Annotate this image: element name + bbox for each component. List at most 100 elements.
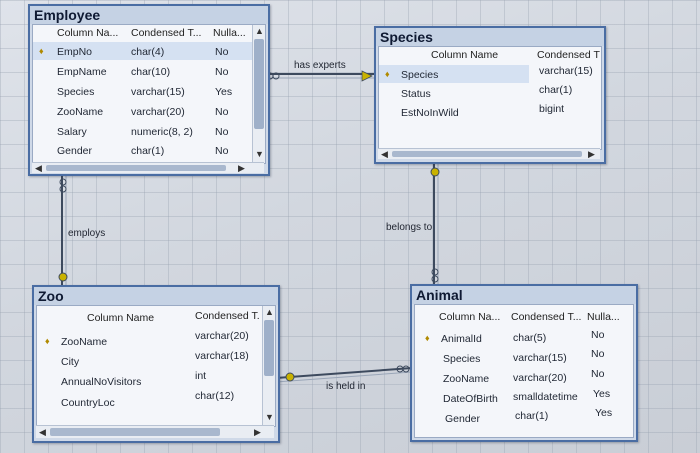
chevron-right-icon[interactable]: ▶ [238,163,245,173]
employee-selected-row [33,42,253,60]
animal-header-condensed-type[interactable]: Condensed T... [511,311,582,323]
zoo-row-2-type[interactable]: varchar(18) [195,350,249,362]
employee-row-3-nullable[interactable]: Yes [215,86,233,98]
key-icon: ♦ [45,336,50,346]
animal-row-3-name[interactable]: ZooName [443,373,490,385]
species-header-condensed-type[interactable]: Condensed T [537,49,600,61]
zoo-row-3-type[interactable]: int [195,370,207,382]
employee-row-4-nullable[interactable]: No [215,106,229,118]
species-selected-row [379,65,529,83]
employee-row-6-nullable[interactable]: No [215,145,229,157]
zoo-hscroll-thumb[interactable] [50,428,220,436]
employs-label: employs [68,228,106,239]
animal-row-4-type[interactable]: smalldatetime [513,391,578,403]
employee-header-nullable[interactable]: Nulla... [213,27,246,39]
animal-row-5-type[interactable]: char(1) [515,410,549,422]
employee-row-5-type[interactable]: numeric(8, 2) [131,126,193,138]
chevron-down-icon[interactable]: ▼ [265,412,274,422]
chevron-down-icon[interactable]: ▼ [255,149,264,159]
animal-table[interactable]: Animal Column Na... Condensed T... Nulla… [410,284,638,442]
employee-row-3-type[interactable]: varchar(15) [131,86,185,98]
zoo-table[interactable]: Zoo Column Name Condensed T. ♦ ZooName v… [32,285,280,443]
species-table-title: Species [376,28,604,46]
employee-horizontal-scrollbar[interactable]: ◀ ▶ [32,162,264,173]
employee-column-grid: Column Na... Condensed T... Nulla... ♦ E… [32,24,266,164]
employee-header-condensed-type[interactable]: Condensed T... [131,27,202,39]
animal-row-2-nullable[interactable]: No [591,348,605,360]
zoo-header-column-name[interactable]: Column Name [87,312,155,324]
employee-row-1-type[interactable]: char(4) [131,46,165,58]
key-icon: ♦ [385,69,390,79]
animal-row-4-name[interactable]: DateOfBirth [443,393,498,405]
species-table[interactable]: Species Column Name Condensed T ♦ Specie… [374,26,606,164]
species-column-grid: Column Name Condensed T ♦ Species varcha… [378,46,602,150]
animal-row-2-name[interactable]: Species [443,353,481,365]
employee-row-4-type[interactable]: varchar(20) [131,106,185,118]
species-row-1-name[interactable]: Species [401,69,439,81]
animal-row-5-nullable[interactable]: Yes [595,407,613,419]
employee-vertical-scrollbar[interactable]: ▲ ▼ [252,25,265,163]
employee-table[interactable]: Employee Column Na... Condensed T... Nul… [28,4,270,176]
employee-row-5-nullable[interactable]: No [215,126,229,138]
animal-row-1-name[interactable]: AnimalId [441,333,482,345]
is-held-in-line[interactable] [275,365,413,383]
species-horizontal-scrollbar[interactable]: ◀ ▶ [378,148,600,159]
species-row-1-type[interactable]: varchar(15) [539,65,593,77]
zoo-row-1-name[interactable]: ZooName [61,336,108,348]
employee-hscroll-thumb[interactable] [46,165,226,171]
species-hscroll-thumb[interactable] [392,151,582,157]
animal-row-1-nullable[interactable]: No [591,329,605,341]
zoo-scroll-thumb[interactable] [264,320,274,376]
zoo-row-2-name[interactable]: City [61,356,80,368]
employee-table-title: Employee [30,6,268,24]
chevron-up-icon[interactable]: ▲ [255,26,264,36]
species-row-2-name[interactable]: Status [401,88,431,100]
employee-row-6-type[interactable]: char(1) [131,145,165,157]
employs-line[interactable] [58,172,68,285]
employee-scroll-thumb[interactable] [254,39,264,129]
employee-row-2-type[interactable]: char(10) [131,66,171,78]
employee-row-1-name[interactable]: EmpNo [57,46,93,58]
employee-row-2-nullable[interactable]: No [215,66,229,78]
chevron-left-icon[interactable]: ◀ [381,149,388,159]
is-held-in-label: is held in [326,381,366,392]
chevron-right-icon[interactable]: ▶ [588,149,595,159]
employee-row-3-name[interactable]: Species [57,86,95,98]
animal-row-2-type[interactable]: varchar(15) [513,352,567,364]
animal-row-1-type[interactable]: char(5) [513,332,547,344]
animal-row-5-name[interactable]: Gender [445,413,481,425]
chevron-left-icon[interactable]: ◀ [39,427,46,437]
animal-row-3-nullable[interactable]: No [591,368,605,380]
employee-row-1-nullable[interactable]: No [215,46,229,58]
zoo-row-4-type[interactable]: char(12) [195,390,235,402]
chevron-left-icon[interactable]: ◀ [35,163,42,173]
animal-row-4-nullable[interactable]: Yes [593,388,611,400]
animal-row-3-type[interactable]: varchar(20) [513,372,567,384]
zoo-horizontal-scrollbar[interactable]: ◀ ▶ [36,425,274,438]
animal-column-grid: Column Na... Condensed T... Nulla... ♦ A… [414,304,634,438]
zoo-vertical-scrollbar[interactable]: ▲ ▼ [262,306,275,426]
species-row-2-type[interactable]: char(1) [539,84,573,96]
employee-row-6-name[interactable]: Gender [57,145,93,157]
employee-row-4-name[interactable]: ZooName [57,106,104,118]
employee-row-5-name[interactable]: Salary [57,126,87,138]
animal-header-nullable[interactable]: Nulla... [587,311,620,323]
species-header-column-name[interactable]: Column Name [431,49,499,61]
chevron-up-icon[interactable]: ▲ [265,307,274,317]
has-experts-line[interactable] [266,70,376,82]
key-icon: ♦ [425,333,430,343]
key-icon: ♦ [39,46,44,56]
employee-header-column-name[interactable]: Column Na... [57,27,119,39]
species-row-3-name[interactable]: EstNoInWild [401,107,459,119]
species-row-3-type[interactable]: bigint [539,103,565,115]
zoo-row-4-name[interactable]: CountryLoc [61,397,115,409]
animal-header-column-name[interactable]: Column Na... [439,311,501,323]
has-experts-label: has experts [294,60,346,71]
animal-table-title: Animal [412,286,636,304]
zoo-row-3-name[interactable]: AnnualNoVisitors [61,376,142,388]
belongs-to-line[interactable] [430,160,440,284]
zoo-row-1-type[interactable]: varchar(20) [195,330,249,342]
zoo-header-condensed-type[interactable]: Condensed T. [195,310,260,322]
employee-row-2-name[interactable]: EmpName [57,66,107,78]
chevron-right-icon[interactable]: ▶ [254,427,261,437]
